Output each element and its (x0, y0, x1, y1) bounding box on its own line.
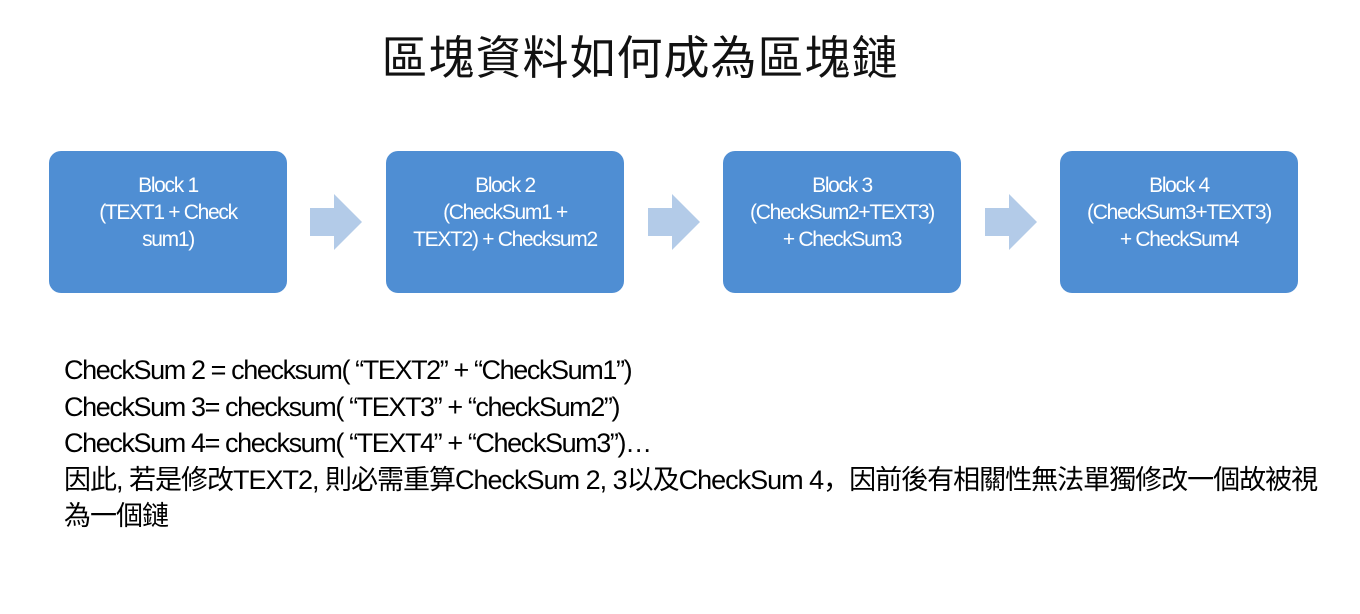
explanation-text: CheckSum 2 = checksum( “TEXT2” + “CheckS… (64, 352, 1334, 535)
block-4-line-1: Block 4 (1149, 173, 1210, 197)
block-4-line-2: (CheckSum3+TEXT3) (1087, 200, 1272, 224)
block-2-line-2: (CheckSum1 + (443, 200, 568, 224)
block-1-line-1: Block 1 (138, 173, 199, 197)
block-2-line-3: TEXT2) + Checksum2 (413, 227, 598, 251)
block-1: Block 1 (TEXT1 + Check sum1) (49, 151, 287, 293)
formula-line-2: CheckSum 3= checksum( “TEXT3” + “checkSu… (64, 391, 620, 422)
arrow-right-icon (985, 194, 1037, 250)
conclusion-paragraph: 因此, 若是修改TEXT2, 則必需重算CheckSum 2, 3以及Check… (64, 464, 1318, 532)
block-2: Block 2 (CheckSum1 + TEXT2) + Checksum2 (386, 151, 624, 293)
formula-line-3: CheckSum 4= checksum( “TEXT4” + “CheckSu… (64, 428, 652, 458)
block-3-line-3: + CheckSum3 (782, 227, 902, 251)
arrow-right-icon (310, 194, 362, 250)
block-4-line-3: + CheckSum4 (1119, 227, 1239, 251)
block-3-line-2: (CheckSum2+TEXT3) (750, 200, 935, 224)
block-2-line-1: Block 2 (475, 173, 536, 197)
block-3-line-1: Block 3 (812, 173, 873, 197)
block-4: Block 4 (CheckSum3+TEXT3) + CheckSum4 (1060, 151, 1298, 293)
arrow-right-icon (648, 194, 700, 250)
block-3: Block 3 (CheckSum2+TEXT3) + CheckSum3 (723, 151, 961, 293)
block-1-line-3: sum1) (142, 227, 195, 251)
formula-line-1: CheckSum 2 = checksum( “TEXT2” + “CheckS… (64, 355, 633, 385)
page-title: 區塊資料如何成為區塊鏈 (381, 31, 899, 85)
block-1-line-2: (TEXT1 + Check (99, 200, 238, 224)
